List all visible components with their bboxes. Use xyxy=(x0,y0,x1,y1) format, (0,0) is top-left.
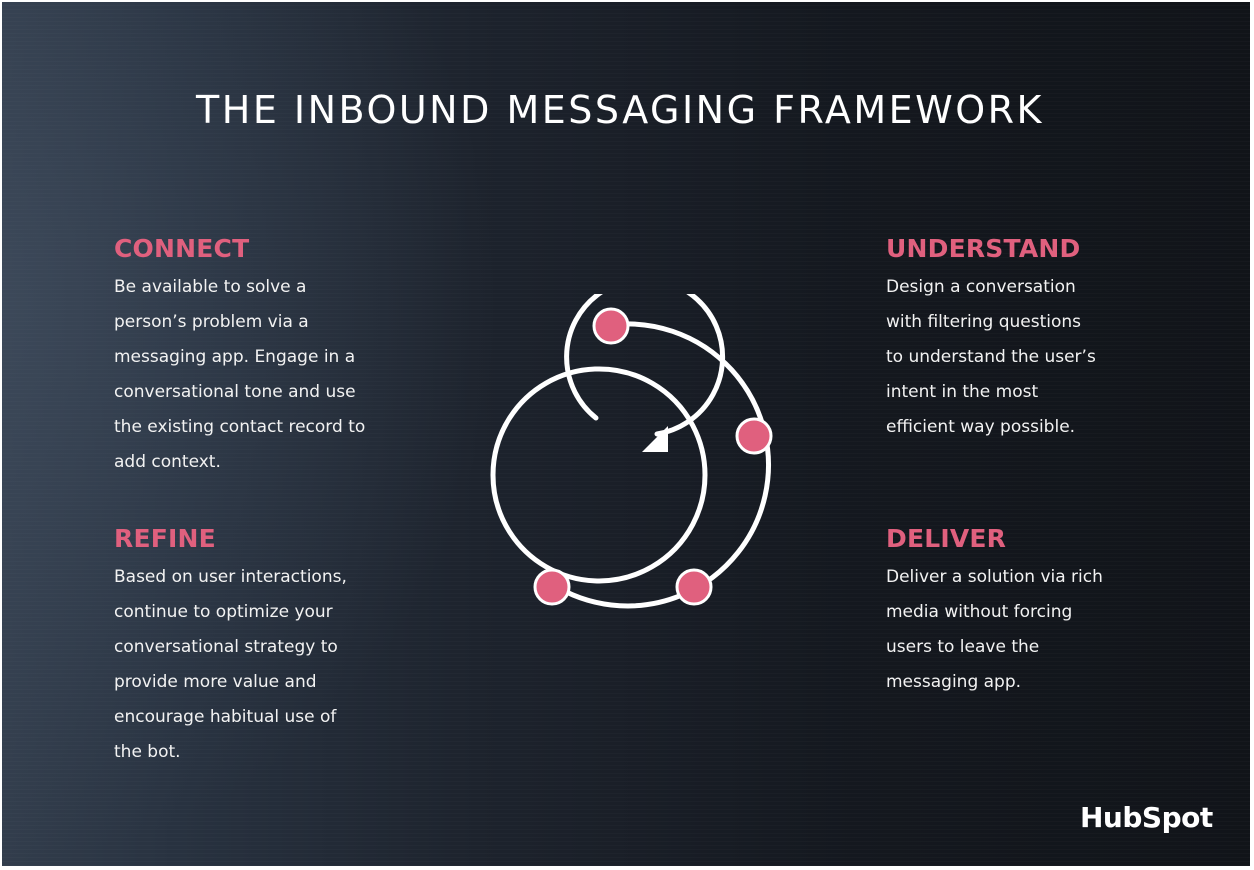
page-title: THE INBOUND MESSAGING FRAMEWORK xyxy=(196,88,1044,132)
description-line: users to leave the xyxy=(886,637,1040,657)
hubspot-logo: HubSpot xyxy=(1080,798,1213,838)
step-understand: UNDERSTAND Design a conversation with fi… xyxy=(886,234,1138,445)
description-line: conversational strategy to xyxy=(114,637,338,657)
description-line: the bot. xyxy=(114,742,181,762)
description-line: conversational tone and use xyxy=(114,382,356,402)
description-line: encourage habitual use of xyxy=(114,707,337,727)
arrowhead-icon xyxy=(642,426,668,452)
description-line: messaging app. xyxy=(886,672,1022,692)
cycle-nodes xyxy=(533,307,773,606)
node-connect-dot xyxy=(592,307,630,345)
description-line: efficient way possible. xyxy=(886,417,1076,437)
step-connect: CONNECT Be available to solve a person’s… xyxy=(114,234,410,480)
inner-spiral-arc xyxy=(564,294,726,437)
node-understand-dot xyxy=(735,417,773,455)
step-refine: REFINE Based on user interactions, conti… xyxy=(114,524,410,770)
step-deliver: DELIVER Deliver a solution via rich medi… xyxy=(886,524,1138,700)
spiral-arrow-icon xyxy=(490,294,771,609)
step-heading-understand: UNDERSTAND xyxy=(886,234,1081,263)
description-line: to understand the user’s xyxy=(886,347,1096,367)
description-line: with filtering questions xyxy=(886,312,1082,332)
step-description-connect: Be available to solve a person’s problem… xyxy=(114,270,410,480)
step-heading-refine: REFINE xyxy=(114,524,216,553)
step-description-deliver: Deliver a solution via rich media withou… xyxy=(886,560,1138,700)
description-line: the existing contact record to xyxy=(114,417,366,437)
outer-ring-arc xyxy=(549,321,771,609)
description-line: Deliver a solution via rich xyxy=(886,567,1103,587)
description-line: add context. xyxy=(114,452,221,472)
node-deliver-dot xyxy=(675,568,713,606)
description-line: Be available to solve a xyxy=(114,277,307,297)
logo-wordmark: HubSpot xyxy=(1080,801,1213,834)
description-line: Design a conversation xyxy=(886,277,1076,297)
step-heading-connect: CONNECT xyxy=(114,234,250,263)
description-line: intent in the most xyxy=(886,382,1039,402)
step-description-refine: Based on user interactions, continue to … xyxy=(114,560,410,770)
description-line: provide more value and xyxy=(114,672,317,692)
node-refine-dot xyxy=(533,568,571,606)
step-description-understand: Design a conversation with filtering que… xyxy=(886,270,1138,445)
description-line: messaging app. Engage in a xyxy=(114,347,356,367)
description-line: continue to optimize your xyxy=(114,602,333,622)
description-line: person’s problem via a xyxy=(114,312,309,332)
step-heading-deliver: DELIVER xyxy=(886,524,1007,553)
description-line: Based on user interactions, xyxy=(114,567,347,587)
spiral-cycle-diagram xyxy=(490,294,773,609)
middle-ring xyxy=(490,366,708,584)
description-line: media without forcing xyxy=(886,602,1073,622)
